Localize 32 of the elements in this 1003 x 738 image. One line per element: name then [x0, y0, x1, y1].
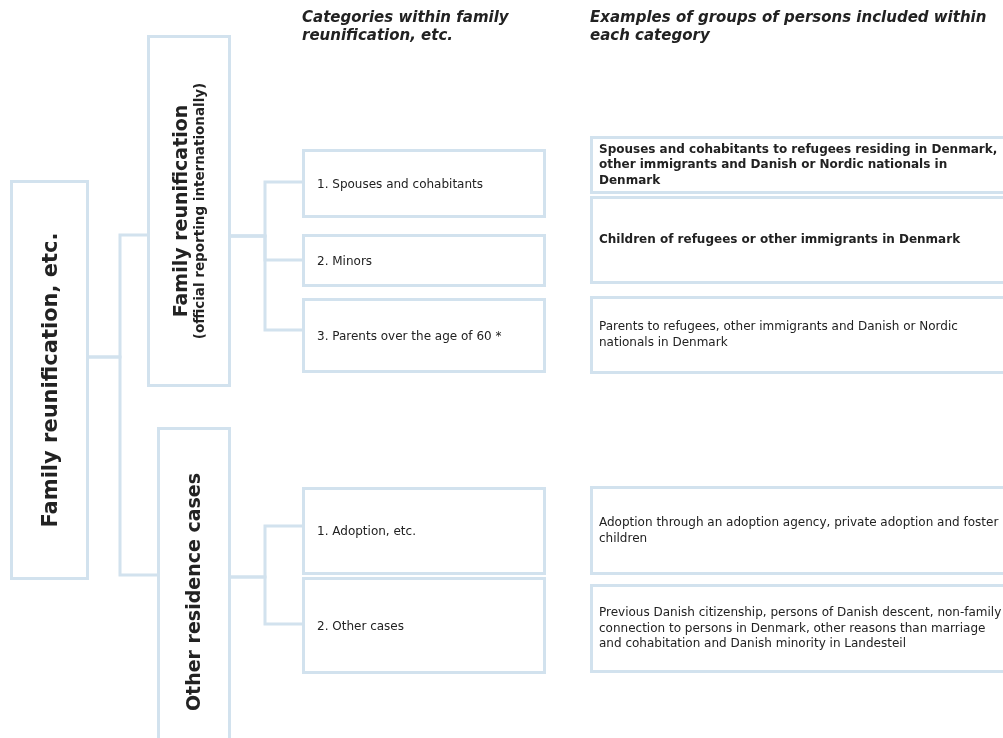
box-heading: Family reunification [170, 103, 193, 320]
example-box [590, 196, 1003, 284]
box-heading: Other residence cases [183, 472, 205, 712]
example-text: Spouses and cohabitants to refugees residing in Denmark, other immigrants and Danish or Nordic nationals in Denmark [599, 141, 999, 189]
example-text: Parents to refugees, other immigrants and Danish or Nordic nationals in Denmark [599, 319, 959, 351]
example-box [590, 584, 1003, 673]
box-subheading: (official reporting internationally) [192, 82, 208, 340]
connector-line [231, 234, 302, 332]
subcategory-box [302, 149, 546, 218]
category-box [10, 180, 89, 580]
subcategory-box [302, 487, 546, 575]
connector-line [89, 355, 157, 577]
connector-line [231, 575, 302, 626]
example-text: Adoption through an adoption agency, private adoption and foster children [599, 514, 1000, 547]
subcategory-box [302, 577, 546, 674]
column-heading: Categories within family reunification, etc. [302, 8, 510, 44]
category-box [157, 427, 231, 738]
category-box [147, 35, 231, 387]
category-label: 2. Other cases [317, 618, 404, 633]
category-label: 2. Minors [317, 253, 373, 268]
category-label: 1. Spouses and cohabitants [317, 176, 483, 191]
category-label: 3. Parents over the age of 60 * [317, 328, 502, 343]
subcategory-box [302, 298, 546, 373]
column-heading: Examples of groups of persons included within each category [590, 8, 988, 44]
example-box [590, 486, 1003, 575]
box-heading: Family reunification, etc. [37, 232, 62, 528]
example-text: Children of refugees or other immigrants in Denmark [599, 232, 961, 248]
example-text: Previous Danish citizenship, persons of Danish descent, non-family connection to persons in Denmark, other reasons than marriage and cohabitation and Danish minority in Landesteil [599, 605, 1003, 652]
category-label: 1. Adoption, etc. [317, 524, 416, 538]
subcategory-box [302, 234, 546, 287]
example-box [590, 136, 1003, 194]
example-box [590, 296, 1003, 374]
